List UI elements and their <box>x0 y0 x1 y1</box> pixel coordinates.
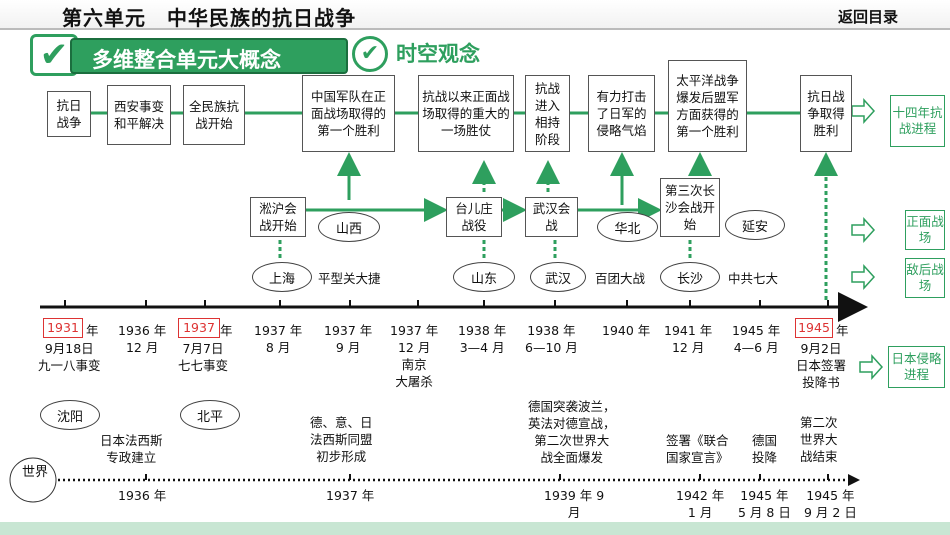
place-ellipse: 武汉 <box>530 262 586 292</box>
year-highlight: 1931 <box>43 318 83 338</box>
legend-box: 正面战场 <box>905 210 945 250</box>
date-detail: 9月18日九一八事变 <box>38 341 101 373</box>
legend-box: 日本侵略进程 <box>888 346 945 388</box>
title-bar <box>0 0 950 30</box>
date-detail: 9月2日日本签署投降书 <box>796 341 847 390</box>
back-to-contents-link[interactable]: 返回目录 <box>838 8 899 26</box>
place-ellipse: 上海 <box>252 262 312 292</box>
place-ellipse: 沈阳 <box>40 400 100 430</box>
event-box: 抗战进入相持阶段 <box>525 75 570 152</box>
battle-box: 淞沪会战开始 <box>250 197 306 237</box>
place-ellipse: 山西 <box>318 212 380 242</box>
date-label: 年 <box>836 323 849 338</box>
world-event: 日本法西斯专政建立 <box>100 433 163 465</box>
battle-box: 台儿庄战役 <box>446 197 502 237</box>
place-ellipse: 华北 <box>597 212 658 242</box>
world-event: 签署《联合国家宣言》 <box>666 433 729 465</box>
place-ellipse: 长沙 <box>660 262 720 292</box>
date-detail: 7月7日七七事变 <box>178 341 229 373</box>
event-box: 中国军队在正面战场取得的第一个胜利 <box>302 75 395 152</box>
legend-box: 敌后战场 <box>905 258 945 298</box>
world-label: 世界 <box>22 465 49 480</box>
event-label: 中共七大 <box>728 271 779 286</box>
date-label: 年 <box>220 323 233 338</box>
year-highlight: 1937 <box>178 318 220 338</box>
event-box: 太平洋战争爆发后盟军方面获得的第一个胜利 <box>668 60 747 152</box>
date-label: 年 <box>86 323 99 338</box>
battle-box: 第三次长沙会战开始 <box>660 178 720 237</box>
bottom-bar <box>0 522 950 535</box>
world-event: 德、意、日法西斯同盟初步形成 <box>310 415 373 464</box>
section-subtitle: 时空观念 <box>396 42 480 66</box>
world-event: 第二次世界大战结束 <box>800 415 838 464</box>
event-box: 抗日战争取得胜利 <box>800 75 852 152</box>
world-year: 1937 年 <box>326 488 375 503</box>
world-year: 1936 年 <box>118 488 167 503</box>
world-event: 德国投降 <box>752 433 778 465</box>
world-event: 德国突袭波兰，英法对德宣战，第二次世界大战全面爆发 <box>528 399 616 465</box>
event-box: 抗战以来正面战场取得的重大的一场胜仗 <box>418 75 514 152</box>
date-label: 1940 年 <box>602 323 651 338</box>
page-title: 第六单元 中华民族的抗日战争 <box>62 6 356 30</box>
event-box: 抗日战争 <box>47 91 91 137</box>
battle-box: 武汉会战 <box>525 197 578 237</box>
legend-box: 十四年抗战进程 <box>890 95 945 147</box>
event-label: 百团大战 <box>595 271 646 286</box>
place-ellipse: 延安 <box>725 210 785 240</box>
event-box: 有力打击了日军的侵略气焰 <box>588 75 655 152</box>
year-highlight: 1945 <box>795 318 833 338</box>
event-label: 平型关大捷 <box>318 271 381 286</box>
event-box: 西安事变和平解决 <box>107 85 171 145</box>
section-banner: 多维整合单元大概念 <box>70 38 348 74</box>
place-ellipse: 北平 <box>180 400 240 430</box>
event-box: 全民族抗战开始 <box>183 85 245 145</box>
check-circle-icon: ✔ <box>352 36 388 72</box>
place-ellipse: 山东 <box>453 262 515 292</box>
